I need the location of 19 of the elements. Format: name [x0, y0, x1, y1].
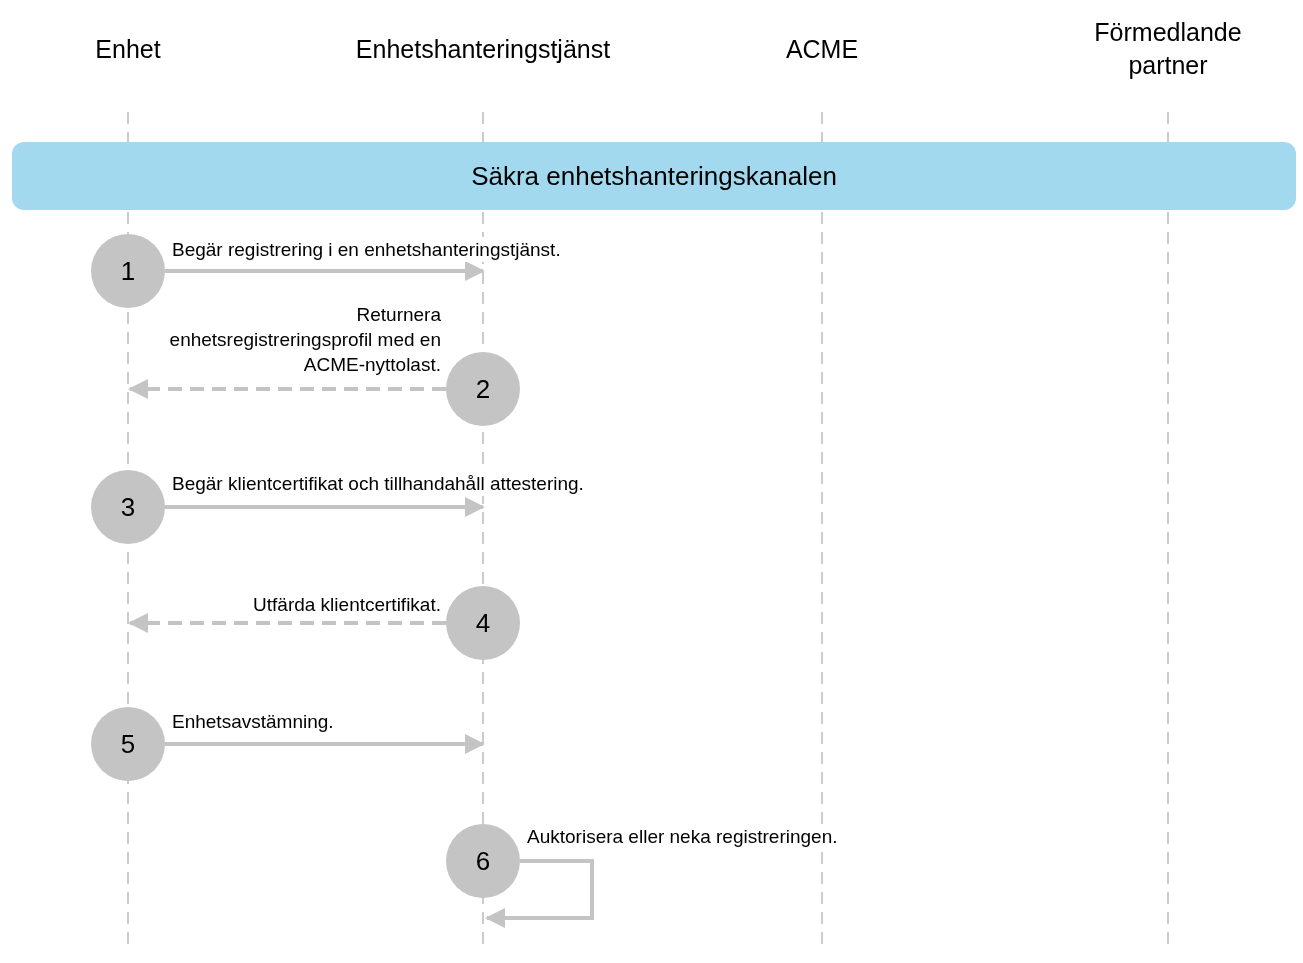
step-circle: 3 — [91, 470, 165, 544]
edge-label: Begär registrering i en enhetshanteringstjänst. — [172, 237, 561, 262]
arrow — [165, 734, 485, 754]
edge-label: Begär klientcertifikat och tillhandahåll attestering. — [172, 471, 584, 496]
channel-band: Säkra enhetshanteringskanalen — [12, 142, 1296, 210]
step-circle: 5 — [91, 707, 165, 781]
arrow — [128, 379, 446, 399]
lifeline-header: Enhetshanteringstjänst — [313, 33, 653, 66]
step-circle: 2 — [446, 352, 520, 426]
lifeline-header: Enhet — [28, 33, 228, 66]
lifeline-header: ACME — [722, 33, 922, 66]
step-circle: 6 — [446, 824, 520, 898]
arrow — [165, 261, 485, 281]
arrow — [128, 613, 446, 633]
step-circle: 1 — [91, 234, 165, 308]
arrow — [165, 497, 485, 517]
lifeline-header: Förmedlande partner — [1058, 16, 1278, 82]
arrow — [485, 859, 594, 928]
step-circle: 4 — [446, 586, 520, 660]
